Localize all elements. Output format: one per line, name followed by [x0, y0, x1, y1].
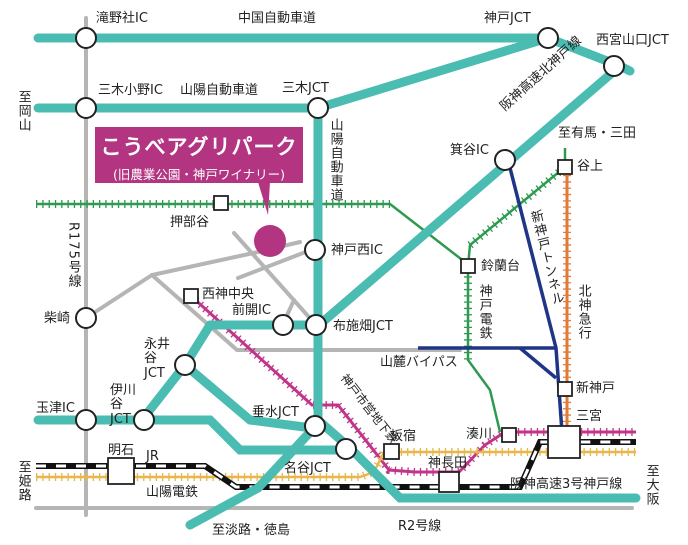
suzurandai-label: 鈴蘭台 — [481, 259, 521, 274]
oshibedani-label: 押部谷 — [170, 215, 210, 230]
kobe-nishi-ic-label: 神戸西IC — [331, 243, 383, 258]
shinkobe-station-marker — [557, 381, 573, 397]
tanigami-label: 谷上 — [577, 159, 604, 174]
miki-ono-ic-marker — [75, 97, 97, 119]
seishin-chuo-station-marker — [183, 288, 199, 304]
hanshin-kita-kobe — [313, 61, 625, 331]
kobe-dentetsu-label: 神戸電鉄 — [476, 284, 492, 340]
oshibedani-station-marker — [213, 195, 229, 211]
akashi-station-marker — [107, 457, 135, 485]
seishin-chuo-label: 西神中央 — [202, 287, 255, 302]
shinnagata-station-marker — [438, 471, 460, 493]
suzurandai-station-marker — [460, 258, 476, 274]
sanyo-vertical-label: 山陽自動車道 — [327, 118, 343, 202]
sannomiya-label: 三宮 — [576, 409, 603, 424]
jr-label: JR — [146, 449, 159, 464]
chugoku-expressway-label: 中国自動車道 — [238, 11, 317, 26]
hokushin-label: 北神急行 — [575, 284, 591, 340]
zenkai-ic-marker — [272, 314, 294, 336]
callout-pointer — [258, 182, 270, 215]
to-arima-label: 至有馬・三田 — [558, 126, 637, 141]
national-roads — [34, 16, 634, 517]
minotani-ic-marker — [494, 149, 516, 171]
sanyo-dentetsu-label: 山陽電鉄 — [146, 485, 199, 500]
destination-callout[interactable]: こうべアグリパーク (旧農業公園・神戸ワイナリー) — [95, 127, 303, 183]
gray-road-to-sanroku — [150, 273, 462, 352]
shinnagata-label: 神長田 — [428, 456, 468, 471]
zenkai-ic-label: 前開IC — [232, 303, 271, 318]
hanshin-3-kobe — [313, 415, 641, 503]
hanshin-3-label: 阪神高速3号神戸線 — [510, 477, 623, 492]
nagaidani-jct-label: 永井谷JCT — [144, 337, 171, 381]
shinkobe-label: 新神戸 — [576, 381, 616, 396]
tarumi-jct-marker — [304, 415, 326, 437]
to-awaji-label: 至淡路・徳島 — [212, 523, 291, 538]
minatogawa-station-marker — [501, 427, 517, 443]
to-osaka-label: 至大阪 — [643, 464, 659, 506]
interchange-markers — [75, 27, 625, 460]
fusehata-jct-marker — [305, 314, 327, 336]
r2-label: R2号線 — [398, 519, 442, 534]
nadani-jct-label: 名谷JCT — [284, 461, 331, 476]
minotani-ic-label: 箕谷IC — [450, 143, 489, 158]
miki-ono-ic-label: 三木小野IC — [98, 83, 163, 98]
destination-marker — [254, 225, 286, 257]
sanroku-bypass-label: 山麓バイパス — [380, 355, 458, 370]
tarumi-jct-label: 垂水JCT — [252, 405, 299, 420]
to-okayama-label: 至岡山 — [15, 90, 31, 132]
ikawadani-jct-label: 伊川谷JCT — [110, 383, 137, 427]
sannomiya-station-marker — [547, 425, 581, 459]
tamatsu-ic-marker — [75, 409, 97, 431]
ikawadani-jct-marker — [133, 409, 155, 431]
station-markers — [107, 159, 581, 493]
akashi-label: 明石 — [108, 443, 135, 458]
tamatsu-ic-label: 玉津IC — [36, 401, 75, 416]
destination-name: こうべアグリパーク — [100, 135, 298, 159]
tanigami-station-marker — [557, 159, 573, 175]
nishinomiya-jct-label: 西宮山口JCT — [596, 33, 669, 48]
shibasaki-label: 柴崎 — [44, 311, 71, 326]
kobe-dentetsu-ticks — [36, 163, 568, 360]
kobe-jct-label: 神戸JCT — [484, 11, 531, 26]
takinoyashiro-ic-marker — [75, 27, 97, 49]
fusehata-jct-label: 布施畑JCT — [333, 319, 393, 334]
nadani-jct-marker — [335, 438, 357, 460]
r175-label: R175号線 — [65, 222, 81, 288]
to-himeji-label: 至姫路 — [15, 460, 31, 502]
itayado-station-marker — [383, 443, 400, 460]
tunnel-line — [418, 159, 564, 433]
miki-jct-marker — [307, 97, 329, 119]
nagaidani-jct-marker — [174, 354, 196, 376]
takinoyashiro-ic-label: 滝野社IC — [96, 11, 148, 26]
shibasaki-marker — [75, 307, 97, 329]
destination-subtitle: (旧農業公園・神戸ワイナリー) — [112, 167, 285, 182]
kobe-nishi-ic-marker — [304, 239, 326, 261]
miki-jct-label: 三木JCT — [282, 81, 329, 96]
sanyo-expressway-label: 山陽自動車道 — [180, 83, 259, 98]
kobe-jct-marker — [537, 27, 559, 49]
minatogawa-label: 湊川 — [466, 427, 493, 442]
nishinomiya-jct-marker — [603, 55, 625, 77]
itayado-label: 板宿 — [390, 429, 417, 444]
